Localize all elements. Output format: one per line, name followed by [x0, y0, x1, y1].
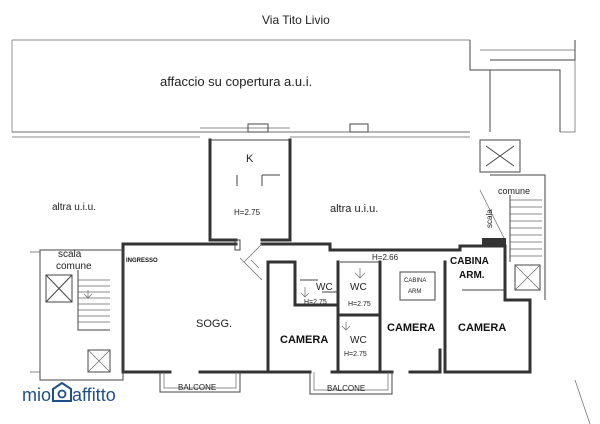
terrace-label: affaccio su copertura a.u.i. [160, 74, 312, 89]
living-label: SOGG. [196, 318, 232, 330]
balconies [159, 372, 393, 395]
right-stair [479, 139, 546, 300]
terrace-area [11, 39, 576, 138]
cabina-small-label-1: CABINA [404, 278, 426, 284]
wc2-label: WC [350, 282, 367, 293]
edge-mark [574, 379, 591, 424]
wc2-height-label: H=2.75 [348, 301, 371, 308]
stair-right-label-2: scala [485, 209, 494, 228]
stair-left-label-1: scala [58, 249, 82, 260]
camera3-label: CAMERA [458, 322, 506, 334]
kitchen-height-label: H=2.75 [234, 208, 261, 217]
balcony1-label: BALCONE [178, 383, 216, 392]
logo-text-mio: mio [22, 385, 51, 405]
stair-left-label-2: comune [56, 261, 92, 272]
wc1-label: WC [316, 282, 333, 293]
other-unit-left-label: altra u.i.u. [52, 202, 96, 213]
cabina-label-2: ARM. [459, 270, 485, 281]
camera1-label: CAMERA [280, 334, 328, 346]
height-mid-label: H=2.66 [372, 253, 399, 262]
left-stair [30, 249, 124, 381]
kitchen-block [208, 138, 292, 242]
logo: mio affitto [22, 381, 116, 405]
other-unit-mid-label: altra u.i.u. [330, 203, 378, 215]
cabina-small-label-2: ARM [408, 289, 421, 295]
street-label: Via Tito Livio [262, 13, 330, 27]
wc3-label: WC [350, 335, 367, 346]
balcony2-label: BALCONE [327, 384, 365, 393]
cabina-label-1: CABINA [450, 256, 489, 267]
logo-text-affitto: affitto [72, 385, 116, 405]
entrance-label: INGRESSO [126, 258, 158, 264]
stair-right-label-1: comune [498, 186, 530, 196]
camera2-label: CAMERA [387, 322, 435, 334]
wc3-height-label: H=2.75 [344, 351, 367, 358]
house-a-icon [52, 381, 72, 402]
kitchen-label: K [246, 153, 254, 165]
wc1-height-label: H=2.75 [304, 299, 327, 306]
